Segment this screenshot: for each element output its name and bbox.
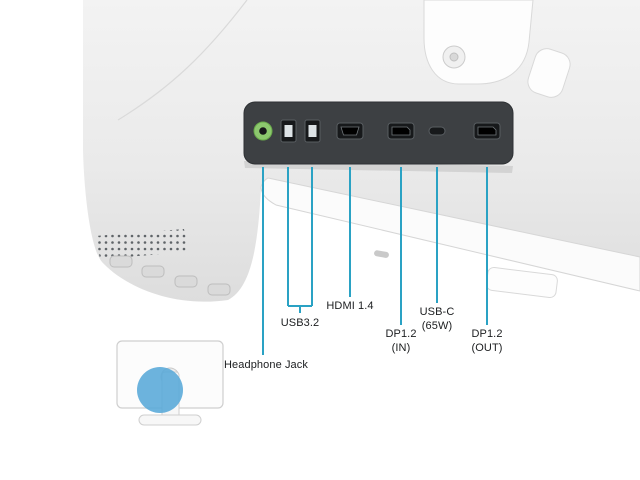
vent-slot (207, 283, 231, 296)
vent-slot (109, 255, 133, 268)
label-dp-out-line1: DP1.2 (471, 328, 503, 340)
inset-stand-base (138, 414, 202, 426)
stand-column (423, 0, 571, 98)
usb-c-port (428, 126, 446, 136)
label-usb-c-line1: USB-C (419, 306, 455, 318)
hdmi-port (336, 122, 364, 140)
label-hdmi: HDMI 1.4 (326, 300, 374, 312)
callout-line-usb (287, 167, 313, 313)
label-dp-out: DP1.2 (OUT) (471, 328, 502, 355)
headphone-jack-hole (259, 127, 267, 135)
label-dp-in: DP1.2 (IN) (385, 328, 416, 355)
label-dp-out-line2: (OUT) (471, 341, 503, 354)
dp-out-port-slot (477, 126, 497, 136)
label-headphone-jack: Headphone Jack (224, 359, 308, 371)
port-recess-panel (243, 101, 514, 165)
label-dp-in-line1: DP1.2 (385, 328, 417, 340)
rear-cover-seam (117, 0, 248, 121)
label-usb-c: USB-C (65W) (420, 306, 455, 333)
vent-slot (141, 265, 165, 278)
label-usb-c-line2: (65W) (421, 319, 453, 332)
stand-base-edge (485, 267, 558, 298)
hdmi-port-slot (340, 126, 360, 136)
speaker-grille-dots (95, 229, 189, 259)
usb-a-port-1 (280, 119, 297, 143)
label-usb: USB3.2 (280, 317, 320, 329)
dp-out-port (473, 122, 501, 140)
dp-in-port (387, 122, 415, 140)
usb-a-port-2-tongue (308, 125, 317, 137)
usb-a-port-1-tongue (284, 125, 293, 137)
vent-slot (174, 275, 198, 288)
stand-hook (527, 48, 571, 98)
port-recess (243, 101, 514, 165)
label-dp-in-line2: (IN) (391, 341, 411, 354)
front-bezel-edge (260, 177, 640, 292)
stand-base (485, 267, 558, 298)
port-location-highlight (137, 367, 183, 413)
speaker-grille (95, 229, 189, 259)
usb-a-port-2 (304, 119, 321, 143)
thumbscrew-center (449, 52, 459, 62)
monitor-rear-inset (116, 340, 224, 426)
headphone-jack-port (253, 121, 273, 141)
dp-in-port-slot (391, 126, 411, 136)
callout-lines (262, 167, 488, 355)
vent-slots (109, 255, 231, 296)
cable-notch (374, 250, 389, 258)
usb-c-port-shell (428, 126, 446, 136)
